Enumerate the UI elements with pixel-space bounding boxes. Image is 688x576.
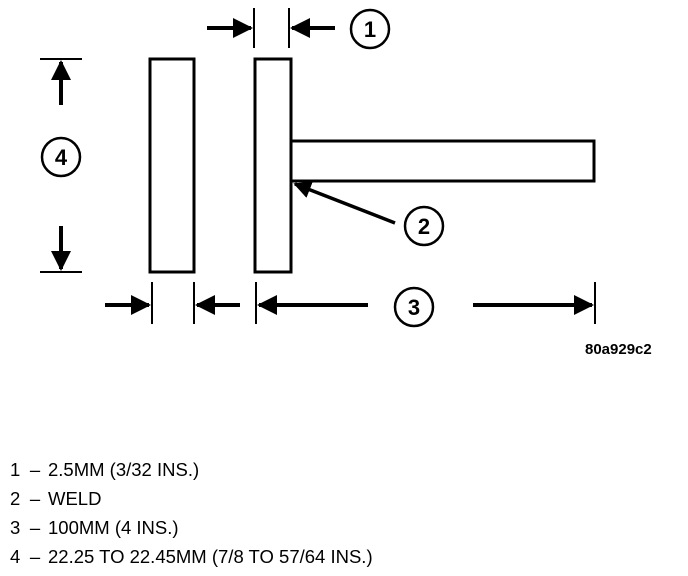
- left-plate: [148, 57, 196, 274]
- legend-text: 22.25 TO 22.45MM (7/8 TO 57/64 INS.): [48, 546, 373, 567]
- weld-leader-arrow: [293, 181, 396, 225]
- legend-text: 100MM (4 INS.): [48, 517, 179, 538]
- svg-text:2: 2: [418, 214, 430, 239]
- right-plate: [253, 57, 293, 274]
- legend-list: 1–2.5MM (3/32 INS.) 2–WELD 3–100MM (4 IN…: [10, 455, 373, 571]
- svg-text:3: 3: [408, 295, 420, 320]
- legend-item: 3–100MM (4 INS.): [10, 513, 373, 542]
- callout-3: 3: [393, 286, 435, 328]
- svg-text:4: 4: [55, 145, 68, 170]
- callout-2: 2: [403, 205, 445, 247]
- legend-item: 4–22.25 TO 22.45MM (7/8 TO 57/64 INS.): [10, 542, 373, 571]
- legend-separator: –: [29, 488, 41, 509]
- legend-item: 1–2.5MM (3/32 INS.): [10, 455, 373, 484]
- legend-text: WELD: [48, 488, 102, 509]
- legend-item: 2–WELD: [10, 484, 373, 513]
- legend-text: 2.5MM (3/32 INS.): [48, 459, 200, 480]
- callout-4: 4: [40, 136, 82, 178]
- legend-number: 4: [10, 546, 21, 567]
- legend-separator: –: [29, 459, 41, 480]
- legend-separator: –: [29, 546, 41, 567]
- legend-number: 1: [10, 459, 21, 480]
- figure-reference-code: 80a929c2: [585, 341, 652, 358]
- weld-fixture-diagram: 1 4 2 3 80a929c2: [40, 8, 652, 358]
- legend-separator: –: [29, 517, 41, 538]
- horizontal-bar: [289, 139, 596, 183]
- svg-text:1: 1: [364, 17, 376, 42]
- callout-1: 1: [349, 8, 391, 50]
- legend-number: 2: [10, 488, 21, 509]
- legend-number: 3: [10, 517, 21, 538]
